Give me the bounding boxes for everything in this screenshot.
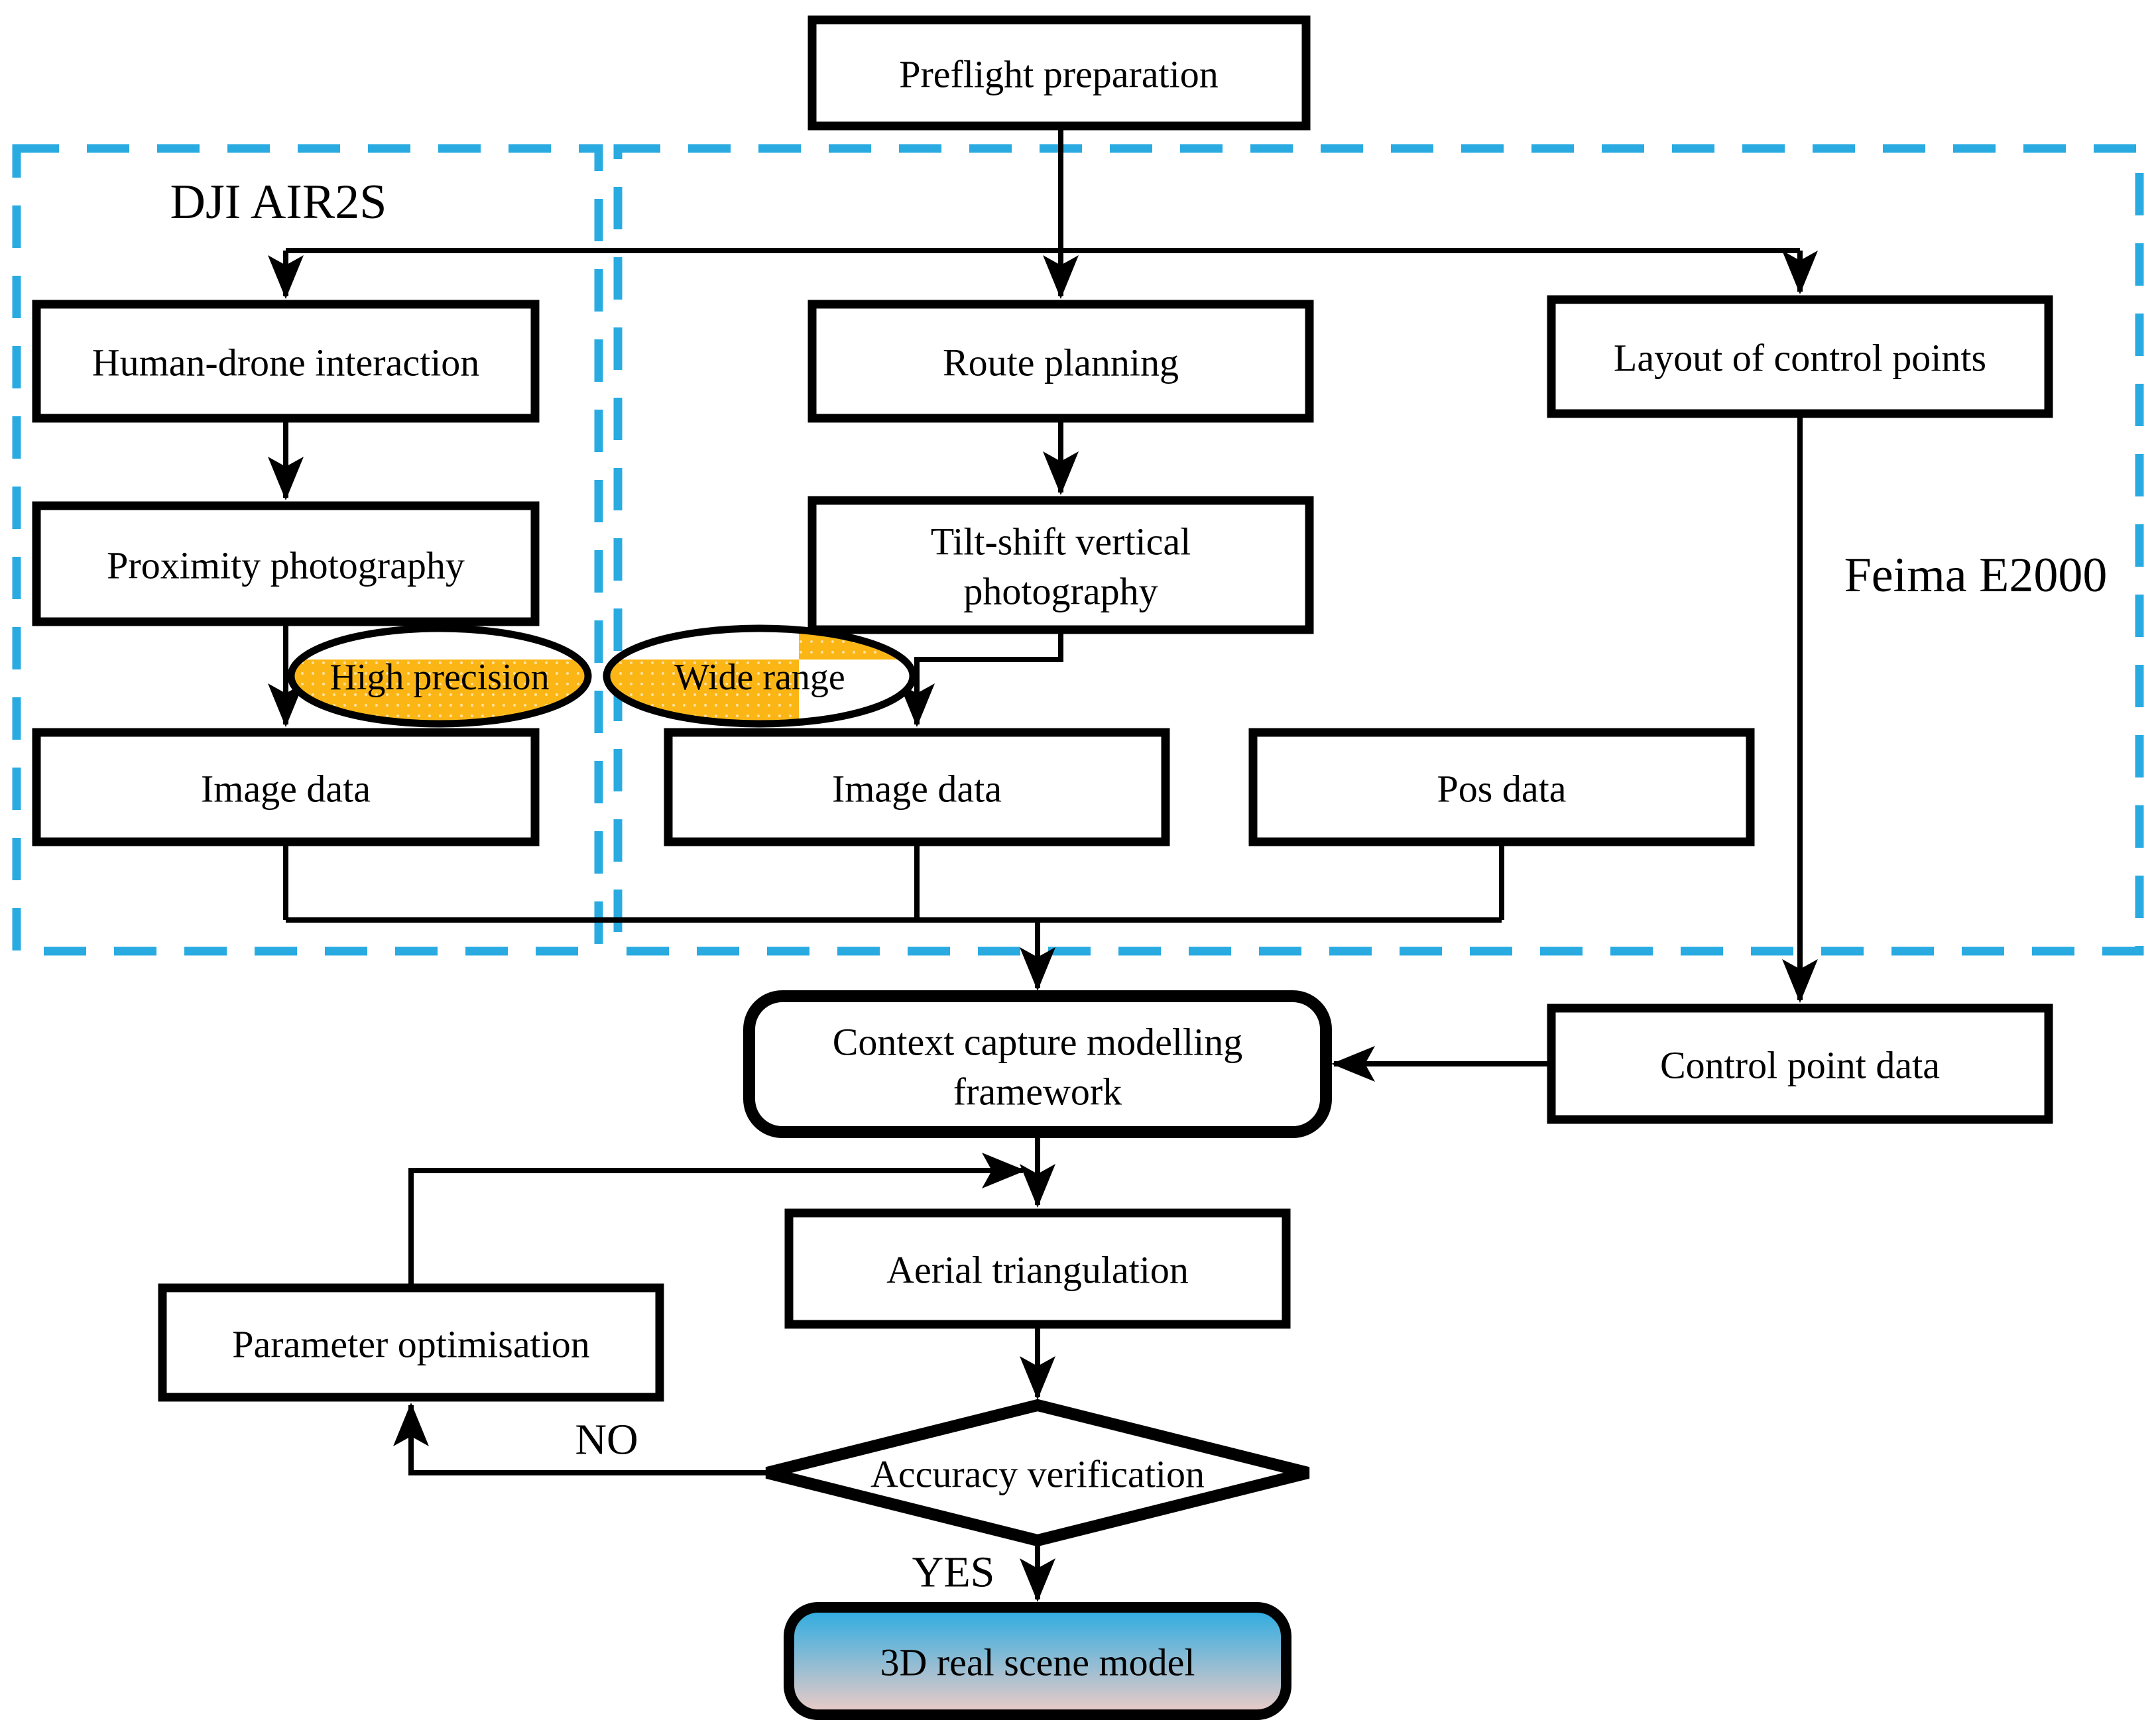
feima-e2000-group-frame [613, 144, 2144, 956]
layout-of-control-points-box [1547, 295, 2053, 418]
wide-range-label: Wide range [674, 657, 845, 698]
yes-branch-label: YES [912, 1548, 995, 1597]
proximity-photography-box [32, 501, 540, 626]
pos-data-node: Pos data [1248, 728, 1755, 846]
image-data-mid-label: Image data [832, 768, 1002, 811]
human-drone-interaction-node: Human-drone interaction [32, 300, 540, 423]
route-planning-label: Route planning [943, 341, 1179, 384]
context-capture-framework-box [743, 990, 1332, 1138]
3d-real-scene-model-label: 3D real scene model [880, 1641, 1195, 1684]
3d-real-scene-model-node: 3D real scene model [784, 1602, 1291, 1720]
image-data-mid-box [664, 728, 1170, 846]
tilt-shift-photography-box [808, 496, 1314, 634]
high-precision-ellipse-node: High precision [287, 624, 592, 728]
dji-air2s-group-frame [12, 144, 603, 956]
image-data-left-node: Image data [32, 728, 540, 846]
image-data-left-box [32, 728, 540, 846]
tilt-shift-photography-label-line1: Tilt-shift vertical [931, 520, 1191, 563]
context-capture-framework-label-line2: framework [953, 1070, 1122, 1114]
control-point-data-node: Control point data [1547, 1004, 2053, 1124]
edge-tilt-shift-to-image-mid [899, 630, 1063, 727]
layout-of-control-points-label: Layout of control points [1614, 337, 1986, 380]
dji-air2s-group-label: DJI AIR2S [170, 175, 387, 229]
accuracy-verification-label: Accuracy verification [870, 1453, 1205, 1496]
wide-range-ellipse-node: Wide range [603, 624, 917, 728]
parameter-optimisation-label: Parameter optimisation [232, 1323, 590, 1366]
high-precision-ellipse-outline [287, 624, 592, 728]
high-precision-label: High precision [329, 657, 549, 698]
edge-parameter-loop-to-aerial [408, 1153, 1026, 1288]
3d-real-scene-model-box [784, 1602, 1291, 1720]
accuracy-verification-diamond [765, 1399, 1310, 1547]
wide-range-ellipse-outline [603, 624, 917, 728]
preflight-preparation-label: Preflight preparation [899, 53, 1219, 96]
no-branch-label: NO [575, 1416, 638, 1464]
context-capture-framework-label-line1: Context capture modelling [833, 1021, 1243, 1064]
aerial-triangulation-label: Aerial triangulation [886, 1249, 1189, 1292]
proximity-photography-node: Proximity photography [32, 501, 540, 626]
control-point-data-label: Control point data [1660, 1044, 1940, 1087]
aerial-triangulation-box [784, 1208, 1291, 1329]
tilt-shift-photography-label-line2: photography [963, 570, 1158, 613]
control-point-data-box [1547, 1004, 2053, 1124]
image-data-mid-node: Image data [664, 728, 1170, 846]
context-capture-framework-node: Context capture modelling framework [743, 990, 1332, 1138]
image-data-left-label: Image data [201, 768, 371, 811]
tilt-shift-photography-node: Tilt-shift vertical photography [808, 496, 1314, 634]
preflight-preparation-node: Preflight preparation [808, 15, 1311, 131]
pos-data-box [1248, 728, 1755, 846]
route-planning-node: Route planning [808, 300, 1314, 423]
feima-e2000-group-label: Feima E2000 [1844, 548, 2108, 603]
preflight-preparation-box [808, 15, 1311, 131]
pos-data-label: Pos data [1437, 768, 1567, 811]
parameter-optimisation-box [158, 1283, 664, 1402]
human-drone-interaction-label: Human-drone interaction [92, 341, 480, 384]
parameter-optimisation-node: Parameter optimisation [158, 1283, 664, 1402]
edge-accuracy-no-to-parameter [393, 1403, 767, 1475]
aerial-triangulation-node: Aerial triangulation [784, 1208, 1291, 1329]
accuracy-verification-node: Accuracy verification [765, 1399, 1310, 1547]
route-planning-box [808, 300, 1314, 423]
layout-of-control-points-node: Layout of control points [1547, 295, 2053, 418]
human-drone-interaction-box [32, 300, 540, 423]
proximity-photography-label: Proximity photography [107, 544, 465, 587]
